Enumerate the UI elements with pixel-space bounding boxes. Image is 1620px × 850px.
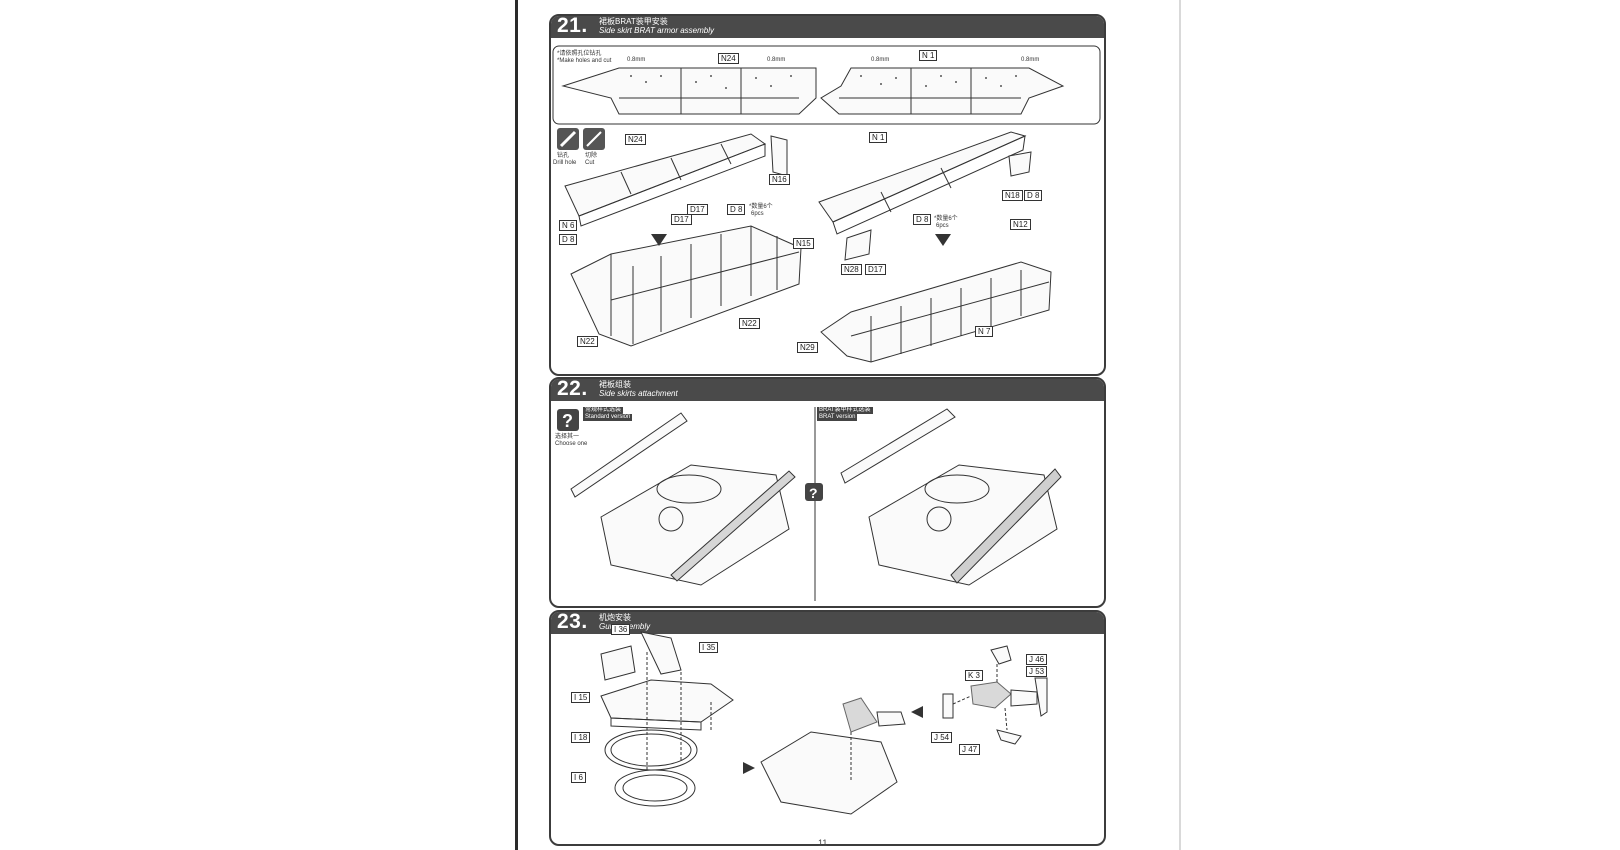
part-label: D 8	[1024, 190, 1043, 201]
tool-drill-cn: 钻孔	[557, 153, 570, 159]
part-label: N18	[1002, 190, 1023, 201]
svg-text:?: ?	[809, 485, 818, 501]
drill-size-label: 0.8mm	[871, 57, 890, 63]
choose-one-en: Choose one	[555, 441, 588, 447]
part-label: K 3	[965, 670, 984, 681]
tool-drill-en: Drill hole	[553, 160, 577, 166]
part-label: D17	[671, 214, 692, 225]
step-21-illustration	[552, 45, 1101, 363]
svg-text:?: ?	[562, 411, 573, 431]
step-23-panel: 23. 机炮安装 Gun assembly	[549, 610, 1106, 846]
part-label: N16	[769, 174, 790, 185]
part-label: D17	[687, 204, 708, 215]
step-22-panel: 22. 裙板组装 Side skirts attachment ? ? 选择其一…	[549, 377, 1106, 608]
part-label: N 1	[919, 50, 938, 61]
quantity-note-en: 6pcs	[751, 211, 764, 217]
quantity-note-cn: *数量6个	[749, 204, 773, 210]
step-23-illustration	[600, 631, 1048, 815]
part-label: N 7	[975, 326, 994, 337]
part-label: N24	[718, 53, 739, 64]
tool-cut-en: Cut	[585, 160, 595, 166]
step-21-panel: 21. 裙板BRAT装甲安装 Side skirt BRAT armor ass…	[549, 14, 1106, 376]
step-title-cn: 裙板组装	[599, 380, 631, 389]
part-label: J 47	[959, 744, 981, 755]
part-label: D 8	[727, 204, 746, 215]
step-title-cn: 机炮安装	[599, 613, 631, 622]
part-label: J 53	[1026, 666, 1048, 677]
part-label: N12	[1010, 219, 1031, 230]
part-label: I 36	[611, 624, 631, 635]
part-label: J 54	[931, 732, 953, 743]
part-label: N22	[739, 318, 760, 329]
part-label: N28	[841, 264, 862, 275]
step-number: 21.	[557, 14, 588, 37]
step-22-illustration: ? ?	[557, 407, 1062, 601]
quantity-note-en: 6pcs	[936, 223, 949, 229]
part-label: D 8	[559, 234, 578, 245]
part-label: N22	[577, 336, 598, 347]
part-label: J 46	[1026, 654, 1048, 665]
choose-one-cn: 选择其一	[555, 434, 580, 440]
quantity-note-cn: *数量6个	[934, 216, 958, 222]
part-label: D 8	[913, 214, 932, 225]
part-label: N 6	[559, 220, 578, 231]
part-label: N24	[625, 134, 646, 145]
step-23-header: 23. 机炮安装 Gun assembly	[551, 612, 1104, 634]
part-label: I 18	[571, 732, 591, 743]
part-label: I 6	[571, 772, 586, 783]
scan-edge-right	[1179, 0, 1181, 850]
standard-version-en: Standard version	[583, 414, 633, 421]
standard-version-cn: 常规样式选装	[583, 407, 624, 414]
part-label: I 35	[699, 642, 719, 653]
step-title-cn: 裙板BRAT装甲安装	[599, 17, 668, 26]
scan-edge-left	[515, 0, 518, 850]
tool-cut-cn: 切除	[585, 153, 598, 159]
step-title-en: Side skirt BRAT armor assembly	[599, 26, 714, 35]
step-number: 23.	[557, 610, 588, 633]
drill-size-label: 0.8mm	[1021, 57, 1040, 63]
drill-size-label: 0.8mm	[767, 57, 786, 63]
drill-size-label: 0.8mm	[627, 57, 646, 63]
brat-version-en: BRAT version	[817, 414, 858, 421]
part-label: N29	[797, 342, 818, 353]
step-number: 22.	[557, 377, 588, 400]
step-22-header: 22. 裙板组装 Side skirts attachment	[551, 379, 1104, 401]
part-label: N 1	[869, 132, 888, 143]
step-title-en: Side skirts attachment	[599, 389, 678, 398]
drill-note-cn: *请依照孔位钻孔	[557, 51, 602, 57]
instruction-page: 21. 裙板BRAT装甲安装 Side skirt BRAT armor ass…	[518, 0, 1179, 850]
part-label: N15	[793, 238, 814, 249]
step-21-header: 21. 裙板BRAT装甲安装 Side skirt BRAT armor ass…	[551, 16, 1104, 38]
page-number: 11	[818, 838, 828, 848]
brat-version-cn: BRAT装甲样式选装	[817, 407, 873, 414]
part-label: I 15	[571, 692, 591, 703]
part-label: D17	[865, 264, 886, 275]
drill-note-en: *Make holes and cut	[557, 58, 612, 64]
